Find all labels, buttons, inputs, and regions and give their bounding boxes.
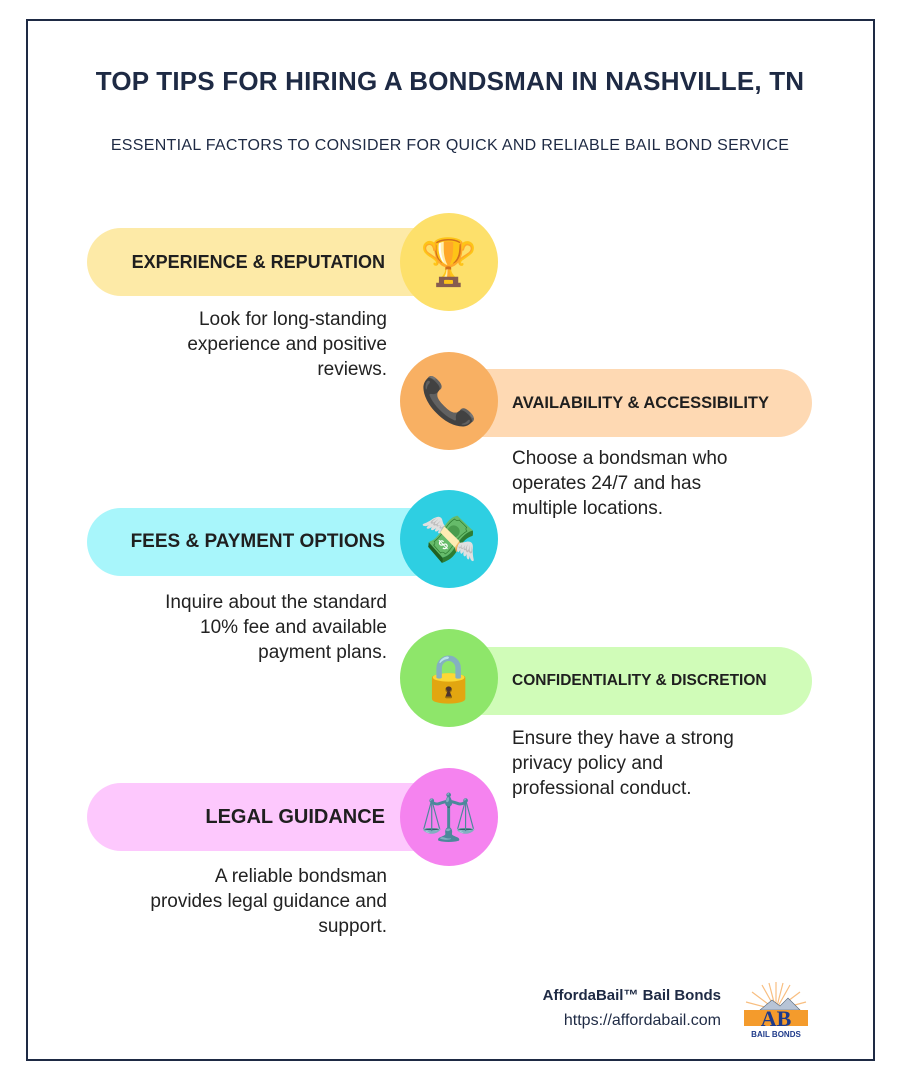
tip-pill-legal: LEGAL GUIDANCE xyxy=(87,783,447,851)
tip-label: AVAILABILITY & ACCESSIBILITY xyxy=(512,393,769,412)
tip-description: Look for long-standing experience and po… xyxy=(187,309,387,380)
svg-text:AB: AB xyxy=(761,1006,792,1030)
tip-pill-fees: FEES & PAYMENT OPTIONS xyxy=(87,508,447,576)
tip-circle-fees: 💸 xyxy=(400,490,498,588)
padlock-icon: 🔒 xyxy=(420,652,478,704)
tip-label: CONFIDENTIALITY & DISCRETION xyxy=(512,672,767,689)
page-subtitle: ESSENTIAL FACTORS TO CONSIDER FOR QUICK … xyxy=(110,137,790,154)
company-name: AffordaBail™ Bail Bonds xyxy=(542,987,721,1004)
tip-circle-confidentiality: 🔒 xyxy=(400,629,498,727)
tip-circle-availability: 📞 xyxy=(400,352,498,450)
tip-label: FEES & PAYMENT OPTIONS xyxy=(130,531,385,552)
tip-circle-legal: ⚖️ xyxy=(400,768,498,866)
tip-pill-confidentiality: CONFIDENTIALITY & DISCRETION xyxy=(450,647,812,715)
tip-label: LEGAL GUIDANCE xyxy=(205,805,385,828)
tip-pill-experience: EXPERIENCE & REPUTATION xyxy=(87,228,447,296)
phone-icon: 📞 xyxy=(420,375,478,427)
tip-circle-experience: 🏆 xyxy=(400,213,498,311)
company-logo: AB BAIL BONDS xyxy=(742,980,810,1044)
page-title: TOP TIPS FOR HIRING A BONDSMAN IN NASHVI… xyxy=(95,66,805,96)
money-with-wings-icon: 💸 xyxy=(420,513,478,565)
balance-scale-icon: ⚖️ xyxy=(420,791,478,843)
tip-description: Choose a bondsman who operates 24/7 and … xyxy=(512,448,728,519)
tip-description: A reliable bondsman provides legal guida… xyxy=(150,866,387,937)
tip-pill-availability: AVAILABILITY & ACCESSIBILITY xyxy=(450,369,812,437)
sunburst-logo-icon: AB xyxy=(744,982,808,1031)
tip-description: Ensure they have a strong privacy policy… xyxy=(512,728,734,799)
trophy-icon: 🏆 xyxy=(420,236,478,288)
tip-label: EXPERIENCE & REPUTATION xyxy=(131,251,385,272)
company-url[interactable]: https://affordabail.com xyxy=(563,1012,721,1029)
tip-description: Inquire about the standard 10% fee and a… xyxy=(165,592,387,663)
